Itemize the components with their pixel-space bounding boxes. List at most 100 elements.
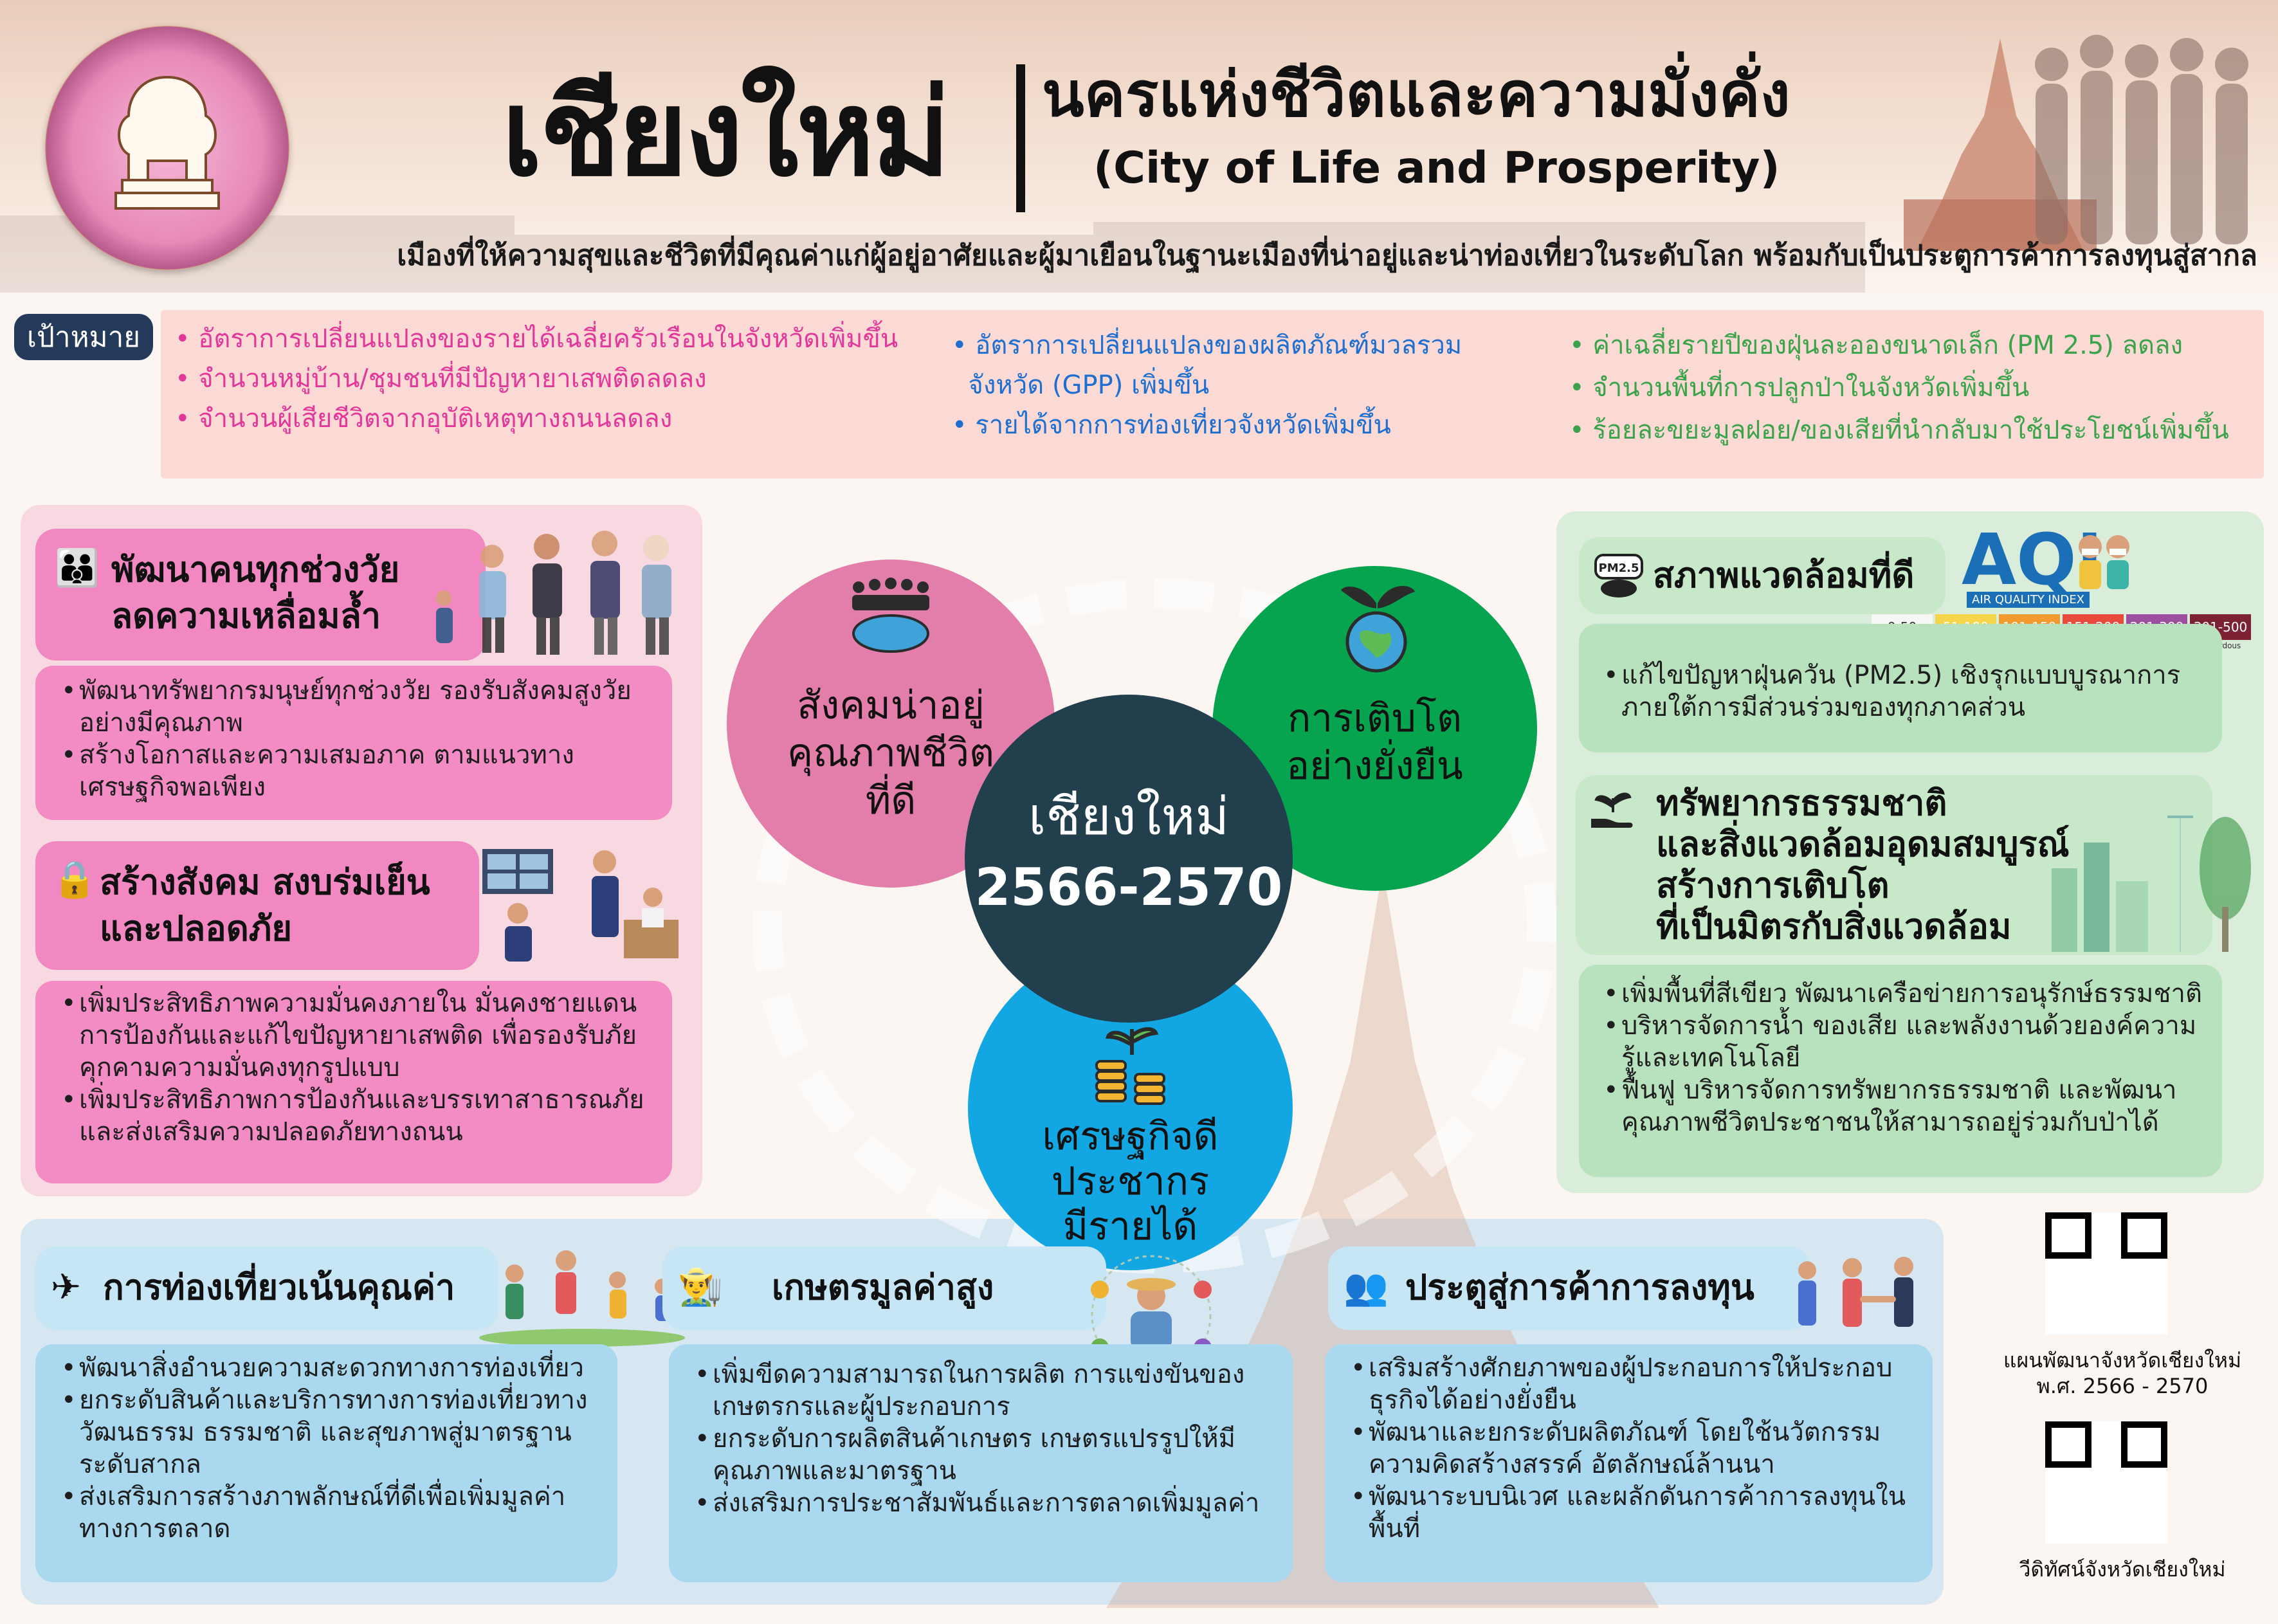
city-skyline (515, 235, 1093, 293)
section-header-trade: 👥 ประตูสู่การค้าการลงทุน (1328, 1246, 1810, 1330)
lock-icon: 🔒 (52, 859, 97, 900)
circle-growth-line: อย่างยั่งยืน (1286, 744, 1463, 789)
circle-economy-line: มีรายได้ (1062, 1204, 1198, 1249)
section-title: เกษตรมูลค่าสูง (772, 1267, 994, 1308)
farmer-icon: 👨‍🌾 (678, 1266, 723, 1308)
pm25-badge-text: PM2.5 (1599, 561, 1639, 575)
bullet-item: พัฒนาทรัพยากรมนุษย์ทุกช่วงวัย รองรับสังค… (61, 675, 633, 739)
bullets-environment: แก้ไขปัญหาฝุ่นควัน (PM2.5) เชิงรุกแบบบูร… (1579, 624, 2222, 753)
page-title: เชียงใหม่ (502, 64, 951, 203)
security-monitoring-icon (482, 849, 679, 962)
section-title-line: สร้างสังคม สงบร่มเย็น (100, 862, 430, 902)
bullet-item: ยกระดับการผลิตสินค้าเกษตร เกษตรแปรรูปให้… (695, 1423, 1273, 1487)
bullet-item: บริหารจัดการน้ำ ของเสีย และพลังงานด้วยอง… (1603, 1010, 2203, 1074)
globe-people-icon (852, 578, 929, 653)
section-header-safety: 🔒 สร้างสังคม สงบร่มเย็น และปลอดภัย (35, 841, 479, 970)
bullets-people: พัฒนาทรัพยากรมนุษย์ทุกช่วงวัย รองรับสังค… (35, 666, 672, 820)
family-icon: 👪 (55, 547, 100, 589)
section-header-environment: PM2.5 สภาพแวดล้อมที่ดี (1579, 537, 1945, 614)
provincial-seal-logo (45, 26, 289, 270)
goal-item: • ร้อยละขยะมูลฝอย/ของเสียที่นำกลับมาใช้ป… (1569, 415, 2229, 445)
bullets-tourism: พัฒนาสิ่งอำนวยความสะดวกทางการท่องเที่ยว … (35, 1344, 617, 1582)
section-title: ประตูสู่การค้าการลงทุน (1405, 1267, 1754, 1308)
qr-caption-line: แผนพัฒนาจังหวัดเชียงใหม่ (2003, 1348, 2242, 1373)
tourists-icon (479, 1250, 685, 1347)
vision-statement: เมืองที่ให้ความสุขและชีวิตที่มีคุณค่าแก่… (397, 239, 2257, 272)
qr-code-video[interactable] (2045, 1421, 2167, 1544)
goal-item: • ค่าเฉลี่ยรายปีของฝุ่นละอองขนาดเล็ก (PM… (1569, 331, 2183, 360)
qr-caption-video: วีดิทัศน์จังหวัดเชียงใหม่ (2019, 1557, 2226, 1582)
section-title-line: ลดความเหลื่อมล้ำ (111, 596, 381, 636)
green-city-icon (2052, 816, 2251, 952)
section-header-tourism: ✈ การท่องเที่ยวเน้นคุณค่า (35, 1246, 498, 1330)
bullet-item: ฟื้นฟู บริหารจัดการทรัพยากรธรรมชาติ และพ… (1603, 1074, 2203, 1138)
bullet-item: เพิ่มขีดความสามารถในการผลิต การแข่งขันขอ… (695, 1358, 1273, 1423)
bullet-item: ยกระดับสินค้าและบริการทางการท่องเที่ยวทา… (61, 1384, 598, 1481)
bullet-item: เสริมสร้างศักยภาพของผู้ประกอบการให้ประกอ… (1351, 1352, 1913, 1416)
goals-label: เป้าหมาย (14, 314, 153, 360)
people-network-icon: 👥 (1344, 1266, 1389, 1308)
child-with-mask-icon (2079, 535, 2129, 589)
elephant-seal-icon (114, 75, 220, 210)
people-all-ages-icon (436, 531, 671, 655)
section-title-line: และปลอดภัย (100, 908, 293, 949)
bullets-safety: เพิ่มประสิทธิภาพความมั่นคงภายใน มั่นคงชา… (35, 981, 672, 1183)
title-subtitle-english: (City of Life and Prosperity) (1093, 143, 1780, 194)
goal-item: • จำนวนผู้เสียชีวิตจากอุบัติเหตุทางถนนลด… (175, 404, 673, 433)
bullet-item: เพิ่มประสิทธิภาพความมั่นคงภายใน มั่นคงชา… (61, 987, 646, 1084)
bullet-item: ส่งเสริมการประชาสัมพันธ์และการตลาดเพิ่มม… (695, 1487, 1273, 1519)
section-title-line: ทรัพยากรธรรมชาติ (1656, 783, 1947, 823)
section-title-line: สร้างการเติบโต (1656, 865, 1890, 906)
pm25-mask-icon: PM2.5 (1594, 554, 1643, 598)
section-title-line: พัฒนาคนทุกช่วงวัย (111, 549, 400, 590)
header-banner (0, 0, 2278, 293)
coins-plant-icon (1095, 1027, 1165, 1105)
bullets-resources: เพิ่มพื้นที่สีเขียว พัฒนาเครือข่ายการอนุ… (1579, 965, 2222, 1177)
section-title: สภาพแวดล้อมที่ดี (1653, 555, 1915, 596)
people-group-icon (2035, 35, 2248, 244)
bullet-item: พัฒนาและยกระดับผลิตภัณฑ์ โดยใช้นวัตกรรมค… (1351, 1416, 1913, 1481)
earth-leaf-icon (1341, 586, 1415, 673)
qr-code-plan[interactable] (2045, 1212, 2167, 1335)
bullets-agriculture: เพิ่มขีดความสามารถในการผลิต การแข่งขันขอ… (669, 1344, 1293, 1582)
aqi-logo: AQI (1962, 518, 2103, 601)
section-title-line: ที่เป็นมิตรกับสิ่งแวดล้อม (1656, 906, 2012, 947)
section-header-agriculture: 👨‍🌾 เกษตรมูลค่าสูง (662, 1246, 1106, 1330)
goal-item: • อัตราการเปลี่ยนแปลงของผลิตภัณฑ์มวลรวม (952, 331, 1462, 360)
circle-society-line: สังคมน่าอยู่ (797, 683, 985, 728)
farmer-produce-icon (1091, 1255, 1212, 1376)
handshake-business-icon (1798, 1257, 1913, 1327)
qr-caption-line: พ.ศ. 2566 - 2570 (2036, 1374, 2209, 1398)
circle-economy-line: ประชากร (1051, 1159, 1210, 1204)
title-divider (1016, 64, 1025, 212)
goal-item: • จำนวนหมู่บ้าน/ชุมชนที่มีปัญหายาเสพติดล… (175, 364, 707, 394)
aqi-caption: AIR QUALITY INDEX (1967, 592, 2090, 608)
bullet-item: พัฒนาระบบนิเวศ และผลักดันการค้าการลงทุนใ… (1351, 1481, 1913, 1545)
center-title: เชียงใหม่ (1028, 787, 1230, 846)
goals-box: • อัตราการเปลี่ยนแปลงของรายได้เฉลี่ยครัว… (161, 310, 2264, 479)
hand-plant-icon (1591, 792, 1633, 828)
goal-item: • อัตราการเปลี่ยนแปลงของรายได้เฉลี่ยครัว… (175, 324, 898, 354)
circle-center: เชียงใหม่ 2566-2570 (965, 695, 1293, 1023)
goal-item: จังหวัด (GPP) เพิ่มขึ้น (952, 370, 1210, 400)
goal-item: • จำนวนพื้นที่การปลูกป่าในจังหวัดเพิ่มขึ… (1569, 373, 2030, 403)
city-skyline (1093, 222, 1865, 293)
bullet-item: เพิ่มประสิทธิภาพการป้องกันและบรรเทาสาธาร… (61, 1084, 646, 1148)
bullet-item: เพิ่มพื้นที่สีเขียว พัฒนาเครือข่ายการอนุ… (1603, 978, 2203, 1010)
title-subtitle-thai: นครแห่งชีวิตและความมั่งคั่ง (1042, 59, 1791, 131)
qr-caption-plan: แผนพัฒนาจังหวัดเชียงใหม่ พ.ศ. 2566 - 257… (1987, 1347, 2257, 1399)
section-title-line: และสิ่งแวดล้อมอุดมสมบูรณ์ (1656, 824, 2070, 864)
airplane-icon: ✈ (51, 1266, 81, 1308)
bullet-item: แก้ไขปัญหาฝุ่นควัน (PM2.5) เชิงรุกแบบบูร… (1603, 659, 2196, 724)
goal-item: • รายได้จากการท่องเที่ยวจังหวัดเพิ่มขึ้น (952, 410, 1391, 440)
bullet-item: สร้างโอกาสและความเสมอภาค ตามแนวทางเศรษฐก… (61, 739, 633, 803)
section-header-people: 👪 พัฒนาคนทุกช่วงวัย ลดความเหลื่อมล้ำ (35, 529, 486, 661)
circle-society-line: ที่ดี (865, 778, 916, 823)
bullets-trade: เสริมสร้างศักยภาพของผู้ประกอบการให้ประกอ… (1325, 1344, 1933, 1582)
section-title: การท่องเที่ยวเน้นคุณค่า (103, 1267, 455, 1308)
circle-economy-line: เศรษฐกิจดี (1042, 1114, 1219, 1159)
bullet-item: ส่งเสริมการสร้างภาพลักษณ์ที่ดีเพื่อเพิ่ม… (61, 1481, 598, 1545)
center-years: 2566-2570 (974, 857, 1283, 917)
bullet-item: พัฒนาสิ่งอำนวยความสะดวกทางการท่องเที่ยว (61, 1352, 598, 1384)
circle-growth-line: การเติบโต (1288, 696, 1462, 741)
